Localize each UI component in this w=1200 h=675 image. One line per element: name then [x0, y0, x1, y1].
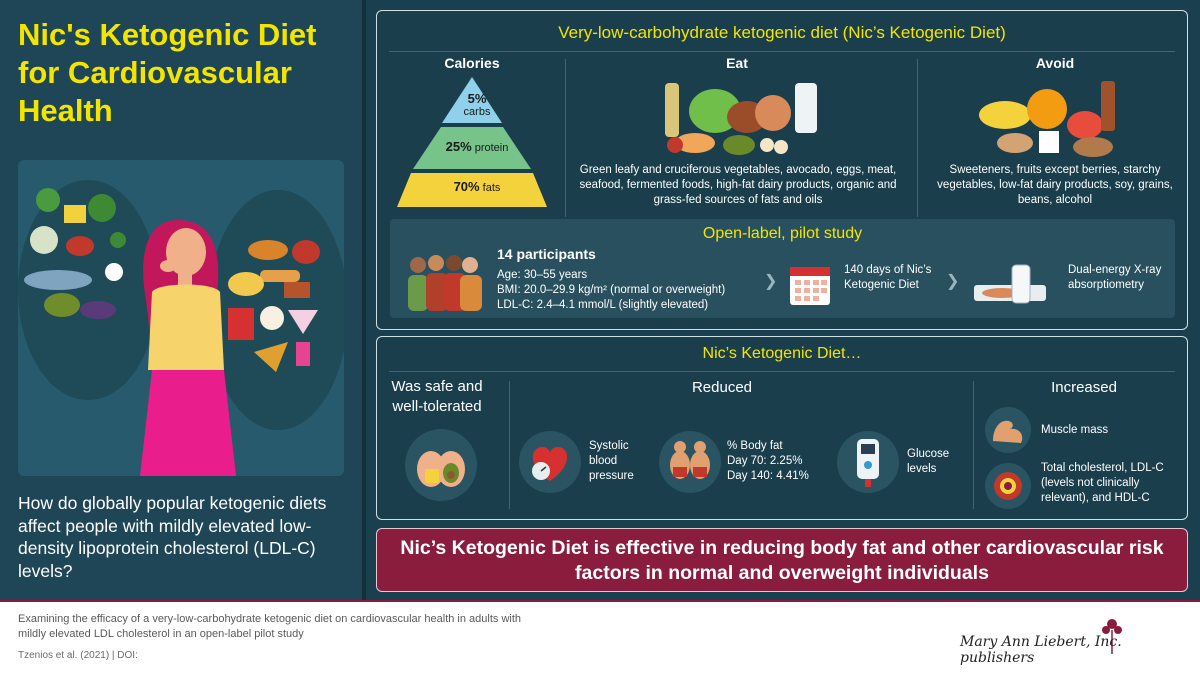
study-heading: Open-label, pilot study	[702, 225, 863, 242]
study-method: Dual-energy X-ray absorptiometry	[1068, 264, 1162, 291]
cholesterol-label: Total cholesterol, LDL-C (levels not cli…	[1041, 462, 1164, 504]
protein-tier-label: 25% protein	[445, 139, 509, 154]
column-divider	[565, 59, 566, 217]
article-caption: Examining the efficacy of a very-low-car…	[18, 613, 522, 640]
artery-art	[994, 472, 1022, 500]
results-heading: Nic’s Ketogenic Diet…	[702, 345, 862, 362]
muscle-art	[993, 420, 1023, 443]
column-divider	[973, 381, 974, 509]
illustration-art	[18, 180, 344, 476]
artery-icon	[985, 463, 1031, 509]
xray-scanner-icon	[974, 264, 1046, 304]
avoid-foods-icon	[979, 81, 1115, 157]
body-fat-title: % Body fat	[727, 440, 783, 452]
chevron-right-icon: ❯	[946, 273, 960, 290]
blood-pressure-icon	[519, 431, 581, 493]
eat-label: Eat	[726, 55, 748, 71]
increased-label: Increased	[1051, 379, 1117, 396]
body-fat-day140: Day 140: 4.41%	[727, 470, 809, 482]
study-duration: 140 days of Nic’s Ketogenic Diet	[844, 264, 932, 291]
eat-list: Green leafy and cruciferous vegetables, …	[579, 164, 897, 206]
participants-age: Age: 30–55 years	[497, 269, 588, 281]
participants-icon	[408, 255, 482, 311]
article-citation: Tzenios et al. (2021) | DOI:	[18, 650, 138, 661]
footer-rule	[0, 600, 1200, 602]
column-divider	[917, 59, 918, 217]
macronutrient-pyramid	[397, 77, 547, 207]
publisher-name: Mary Ann Liebert, Inc. publishers	[960, 634, 1122, 666]
publisher-logo-icon	[1102, 619, 1122, 654]
eat-foods-icon	[665, 83, 817, 155]
chevron-right-icon: ❯	[764, 273, 778, 290]
pyramid-carbs-tier	[442, 77, 502, 123]
pyramid-protein-tier	[413, 127, 531, 169]
carbs-tier-label: 5%carbs	[463, 91, 491, 118]
muscle-mass-label: Muscle mass	[1041, 424, 1109, 436]
muscle-icon	[985, 407, 1031, 453]
conclusion-text: Nic’s Ketogenic Diet is effective in red…	[400, 537, 1164, 584]
heading-divider	[389, 51, 1175, 52]
results-card: Nic’s Ketogenic Diet… Was safe and well-…	[376, 336, 1188, 520]
blood-pressure-label: Systolic blood pressure	[589, 440, 634, 482]
participants-ldl: LDL-C: 2.4–4.1 mmol/L (slightly elevated…	[497, 299, 709, 311]
reduced-label: Reduced	[691, 379, 753, 396]
participants-bmi: BMI: 20.0–29.9 kg/m² (normal or overweig…	[497, 284, 726, 296]
study-design-box: Open-label, pilot study 14 participants …	[390, 219, 1175, 318]
research-question: How do globally popular ketogenic diets …	[18, 493, 327, 581]
participants-count: 14 participants	[497, 246, 596, 262]
heading-divider	[389, 371, 1175, 372]
fats-tier-label: 70% fats	[453, 179, 501, 194]
body-fat-icon	[659, 431, 721, 493]
body-fat-day70: Day 70: 2.25%	[727, 455, 803, 467]
calories-label: Calories	[444, 55, 500, 71]
woman-food-illustration	[18, 160, 344, 476]
conclusion-banner: Nic’s Ketogenic Diet is effective in red…	[376, 528, 1188, 592]
calendar-icon	[790, 267, 830, 305]
safe-label: Was safe and well-tolerated	[391, 378, 483, 415]
avoid-list: Sweeteners, fruits except berries, starc…	[937, 164, 1173, 206]
blood-pressure-art	[532, 446, 568, 481]
body-fat-art	[670, 441, 710, 479]
glucose-meter-icon	[837, 431, 899, 493]
page-title: Nic's Ketogenic Diet for Cardiovascular …	[18, 17, 317, 128]
diet-heading: Very-low-carbohydrate ketogenic diet (Ni…	[558, 23, 1006, 42]
column-divider	[509, 381, 510, 509]
glucose-meter-art	[857, 439, 879, 487]
glucose-label: Glucose levels	[907, 448, 950, 475]
body-fat-results: % Body fat Day 70: 2.25% Day 140: 4.41%	[727, 439, 827, 484]
hands-food-icon	[405, 429, 477, 501]
panel-divider	[362, 0, 366, 600]
left-panel: Nic's Ketogenic Diet for Cardiovascular …	[0, 0, 362, 600]
hands-food-art	[417, 451, 465, 487]
avoid-label: Avoid	[1035, 55, 1075, 71]
pyramid-fats-tier	[397, 173, 547, 207]
